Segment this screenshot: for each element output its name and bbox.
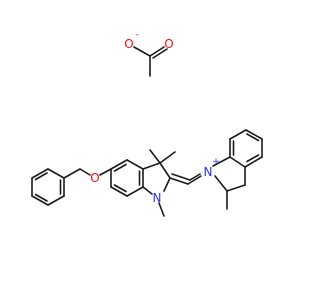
- acetate-carbonyl-oxygen: O: [164, 37, 173, 51]
- bond: [47, 168, 65, 179]
- bond: [244, 156, 263, 168]
- methine-bridge: [169, 173, 202, 185]
- benzyl-linker: [63, 168, 112, 179]
- bond: [47, 195, 65, 206]
- bond: [152, 48, 168, 59]
- bond: [212, 156, 231, 167]
- bond: [110, 159, 128, 170]
- indolium-benzo-ring: [229, 129, 263, 168]
- indoline-benzo-ring: [110, 159, 144, 197]
- bond: [149, 46, 165, 57]
- bond: [34, 172, 48, 181]
- bond: [163, 177, 171, 192]
- bond: [126, 186, 144, 197]
- indoline-five-ring: [142, 149, 176, 217]
- molecule-structure: O - O O N N +: [31, 30, 263, 217]
- indolium-positive-charge: +: [212, 157, 220, 167]
- bond: [31, 195, 49, 206]
- bond: [187, 175, 202, 185]
- bond: [99, 168, 112, 176]
- bond: [142, 186, 153, 195]
- bond: [110, 186, 128, 197]
- bond: [142, 162, 161, 170]
- bond: [149, 149, 161, 164]
- bond: [246, 154, 260, 163]
- bond: [229, 129, 247, 140]
- bond: [133, 46, 151, 57]
- acetate-negative-charge: -: [135, 30, 138, 40]
- acetate-oxygen-anion: O: [124, 37, 133, 51]
- ether-oxygen: O: [90, 171, 99, 185]
- bond: [189, 173, 201, 181]
- bond: [113, 184, 127, 193]
- bond: [63, 168, 81, 179]
- bond: [226, 184, 246, 192]
- indolium-nitrogen: N: [204, 165, 213, 179]
- bond: [159, 162, 171, 179]
- bond: [246, 133, 260, 142]
- atom-labels: O - O O N N +: [90, 30, 220, 205]
- bond: [158, 202, 165, 217]
- bond: [126, 159, 144, 170]
- bond: [171, 173, 191, 181]
- bond: [113, 163, 127, 172]
- indolium-five-ring: [212, 156, 246, 210]
- bond: [214, 175, 228, 192]
- acetate-anion: [133, 46, 168, 77]
- structure-canvas: O - O O N N +: [31, 30, 263, 217]
- benzyl-ring: [31, 168, 65, 206]
- bond: [31, 168, 49, 179]
- bond: [79, 168, 91, 176]
- bond: [34, 193, 48, 202]
- bond: [229, 156, 246, 168]
- indoline-nitrogen: N: [153, 191, 162, 205]
- bond: [169, 177, 189, 185]
- bond: [159, 151, 176, 164]
- bond: [245, 129, 263, 140]
